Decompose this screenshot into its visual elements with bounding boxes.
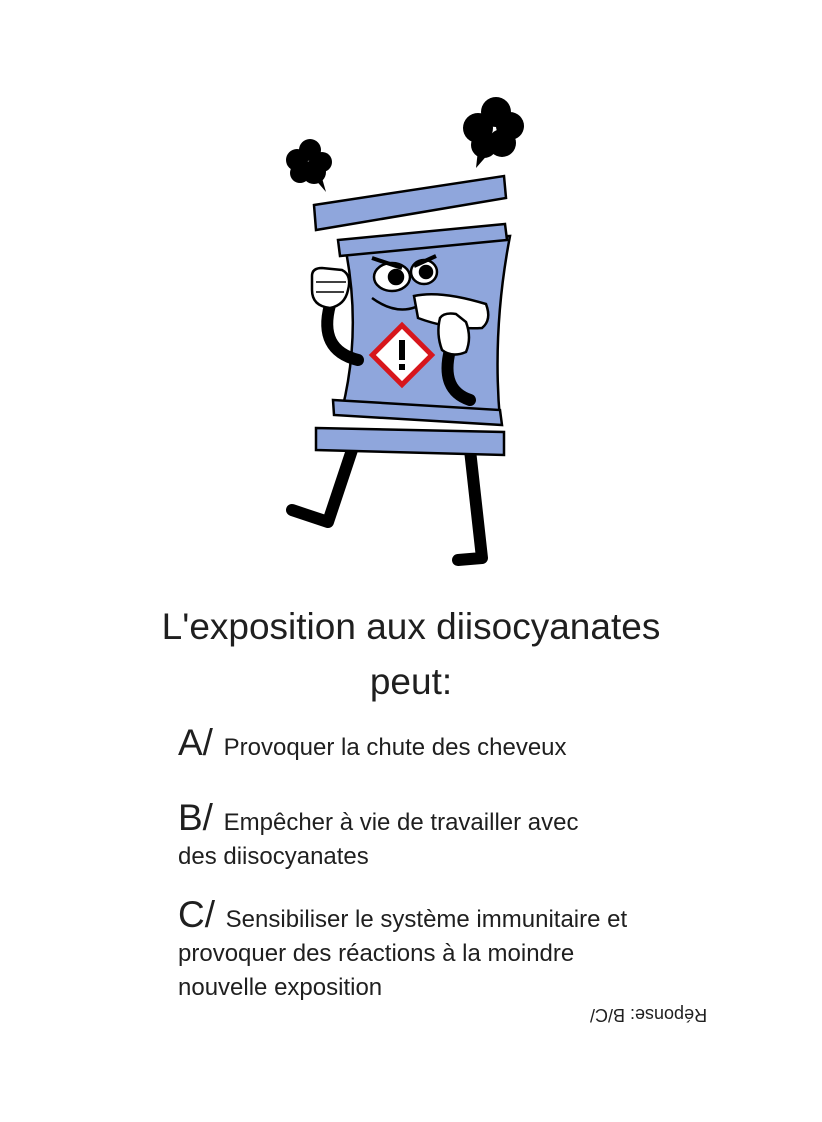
- left-arm: [310, 266, 364, 366]
- option-c-letter: C/: [178, 894, 215, 935]
- question-line-1: L'exposition aux diisocyanates: [161, 606, 661, 647]
- option-a: A/ Provoquer la chute des cheveux: [178, 724, 698, 765]
- question-line-2: peut:: [369, 661, 453, 702]
- option-a-text: Provoquer la chute des cheveux: [223, 734, 567, 761]
- upside-down-answer: Réponse: B/C/: [590, 1005, 708, 1025]
- smoke-puff-icon: [286, 139, 332, 192]
- option-b-text-line2: des diisocyanates: [178, 843, 369, 870]
- option-c: C/ Sensibiliser le système immunitaire e…: [178, 896, 698, 1005]
- option-b-text-line1: Empêcher à vie de travailler avec: [223, 809, 579, 836]
- option-c-text-line3: nouvelle exposition: [178, 974, 383, 1001]
- legs: [286, 444, 488, 566]
- option-c-text-line2: provoquer des réactions à la moindre: [178, 940, 575, 967]
- hazard-warning-icon: [368, 321, 436, 389]
- option-b: B/ Empêcher à vie de travailler avec des…: [178, 799, 698, 874]
- option-a-letter: A/: [178, 722, 213, 763]
- angry-face: [371, 254, 490, 330]
- angry-barrel-mascot: [286, 97, 524, 566]
- smoke-puff-icon: [463, 97, 524, 168]
- right-arm: [437, 312, 476, 406]
- option-b-letter: B/: [178, 797, 213, 838]
- option-c-text-line1: Sensibiliser le système immunitaire et: [225, 906, 628, 933]
